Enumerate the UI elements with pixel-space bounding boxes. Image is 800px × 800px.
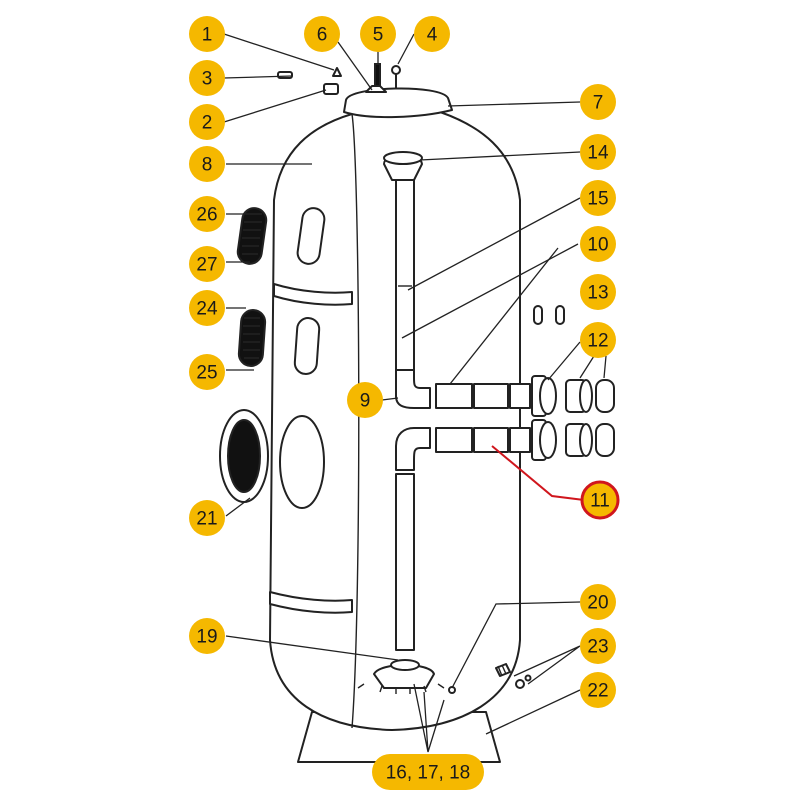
callout-label: 16, 17, 18 (386, 763, 471, 784)
callout-23: 23 (580, 628, 616, 664)
callout-bubble (189, 618, 225, 654)
callout-bubble (189, 500, 225, 536)
top-fittings (277, 63, 401, 95)
callout-26: 26 (189, 196, 225, 232)
callout-label: 3 (202, 69, 213, 90)
callout-label: 15 (587, 189, 608, 210)
callout-bubble (580, 226, 616, 262)
callout-label: 14 (587, 143, 609, 164)
callout-label: 19 (196, 627, 217, 648)
outlet-flanges (531, 305, 615, 461)
callout-bubble (372, 754, 484, 790)
callout-label: 26 (196, 205, 217, 226)
callout-bubble (580, 584, 616, 620)
callout-label: 13 (587, 283, 608, 304)
callout-label: 4 (427, 25, 438, 46)
callout-bubble (580, 274, 616, 310)
callout-bubble (580, 628, 616, 664)
callout-bubble (347, 382, 383, 418)
callout-label: 11 (590, 491, 610, 512)
callout-bubble (580, 180, 616, 216)
callout-11: 11 (580, 480, 620, 520)
callout-5: 5 (360, 16, 396, 52)
callout-label: 23 (587, 637, 608, 658)
callout-2: 2 (189, 104, 225, 140)
callout-label: 6 (317, 25, 328, 46)
callout-label: 20 (587, 593, 608, 614)
callout-bubble (580, 672, 616, 708)
callout-8: 8 (189, 146, 225, 182)
callout-3: 3 (189, 60, 225, 96)
callout-label: 22 (587, 681, 608, 702)
callout-bubble (580, 322, 616, 358)
callout-19: 19 (189, 618, 225, 654)
callout-13: 13 (580, 274, 616, 310)
callout-bubble (189, 146, 225, 182)
callout-24: 24 (189, 290, 225, 326)
callout-bubble (189, 246, 225, 282)
callout-22: 22 (580, 672, 616, 708)
tank-body (269, 87, 521, 731)
callout-bubble (189, 60, 225, 96)
callout-15: 15 (580, 180, 616, 216)
callout-label: 10 (587, 235, 608, 256)
callout-bubble (189, 290, 225, 326)
callout-20: 20 (580, 584, 616, 620)
callout-label: 5 (373, 25, 384, 46)
callout-bubble (189, 16, 225, 52)
sight-glasses (219, 207, 269, 503)
callout-7: 7 (580, 84, 616, 120)
callout-16: 16, 17, 18 (372, 754, 484, 790)
callout-12: 12 (580, 322, 616, 358)
callout-label: 2 (202, 113, 213, 134)
highlight-leader-11 (491, 445, 585, 501)
drain-fittings (448, 663, 532, 694)
callout-bubble (580, 84, 616, 120)
callout-label: 9 (360, 391, 371, 412)
callout-bubble (580, 134, 616, 170)
callout-25: 25 (189, 354, 225, 390)
callout-bubble (580, 480, 620, 520)
callout-27: 27 (189, 246, 225, 282)
callout-label: 24 (196, 299, 218, 320)
callout-bubble (414, 16, 450, 52)
callout-bubble (189, 354, 225, 390)
callout-14: 14 (580, 134, 616, 170)
callout-label: 7 (593, 93, 604, 114)
callout-label: 21 (196, 509, 217, 530)
callout-label: 12 (587, 331, 608, 352)
callout-9: 9 (347, 382, 383, 418)
callout-label: 8 (202, 155, 213, 176)
callout-bubble (304, 16, 340, 52)
callout-label: 27 (196, 255, 217, 276)
callout-10: 10 (580, 226, 616, 262)
leader-lines (223, 33, 607, 753)
callout-1: 1 (189, 16, 225, 52)
internal-piping (357, 151, 531, 694)
callout-21: 21 (189, 500, 225, 536)
callout-bubble (360, 16, 396, 52)
callout-4: 4 (414, 16, 450, 52)
callout-bubble (189, 104, 225, 140)
callout-label: 1 (202, 25, 213, 46)
callout-bubble (189, 196, 225, 232)
callout-label: 25 (196, 363, 217, 384)
callout-6: 6 (304, 16, 340, 52)
